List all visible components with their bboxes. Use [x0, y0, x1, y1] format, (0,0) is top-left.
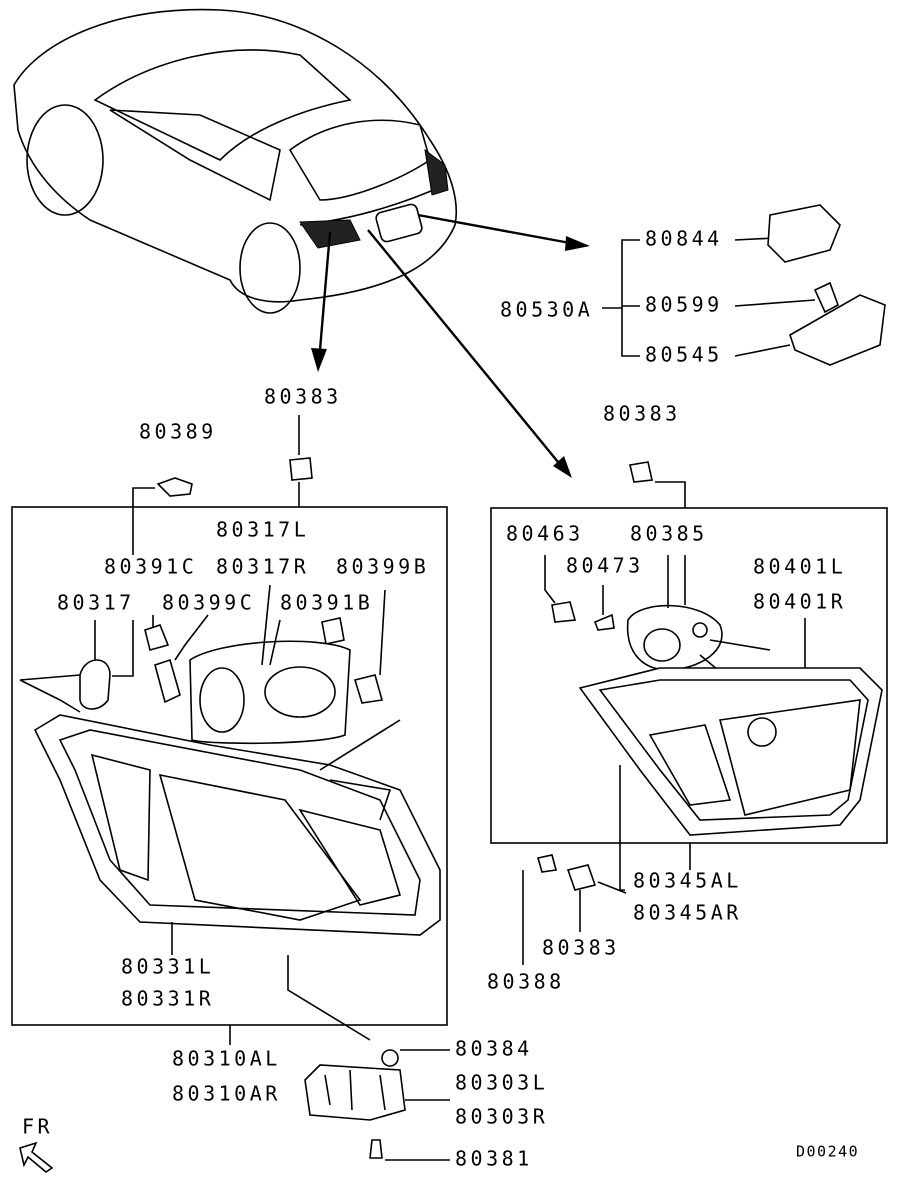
inner-lamp-parts — [522, 461, 883, 965]
label-80303r: 80303R — [455, 1105, 548, 1129]
label-80383-outer-top: 80383 — [264, 385, 342, 409]
label-80391c: 80391C — [104, 555, 197, 579]
label-80381: 80381 — [455, 1147, 533, 1171]
front-direction-label: FR — [22, 1115, 53, 1139]
label-80545: 80545 — [645, 343, 723, 367]
arrows — [311, 213, 590, 478]
label-80391b: 80391B — [280, 591, 373, 615]
label-80473: 80473 — [566, 554, 644, 578]
label-80345ar: 80345AR — [633, 901, 742, 925]
license-lamp-group — [602, 204, 886, 366]
label-80383-inner-bottom: 80383 — [542, 936, 620, 960]
label-80399c: 80399C — [162, 591, 255, 615]
label-80331l: 80331L — [121, 955, 214, 979]
diagram-code: D00240 — [796, 1143, 859, 1161]
label-80844: 80844 — [645, 227, 723, 251]
inner-lamp-box — [490, 507, 888, 844]
label-80310ar: 80310AR — [172, 1082, 281, 1106]
label-80401l: 80401L — [753, 555, 846, 579]
label-80399b: 80399B — [336, 555, 429, 579]
label-80345al: 80345AL — [633, 869, 742, 893]
label-80463: 80463 — [506, 522, 584, 546]
label-80383-inner-top: 80383 — [603, 402, 681, 426]
part-labels: 80844 80530A 80599 80545 80383 80389 803… — [22, 227, 859, 1171]
label-80303l: 80303L — [455, 1071, 548, 1095]
label-80401r: 80401R — [753, 590, 846, 614]
label-80317l: 80317L — [216, 518, 309, 542]
label-80317r: 80317R — [216, 555, 309, 579]
label-80310al: 80310AL — [172, 1047, 281, 1071]
label-80331r: 80331R — [121, 987, 214, 1011]
label-80384: 80384 — [455, 1037, 533, 1061]
car-illustration — [13, 8, 458, 314]
outer-lamp-parts — [19, 415, 441, 1045]
bracket-group — [304, 1049, 450, 1161]
label-80530a: 80530A — [500, 298, 593, 322]
label-80388: 80388 — [487, 970, 565, 994]
label-80389: 80389 — [139, 420, 217, 444]
label-80385: 80385 — [630, 522, 708, 546]
label-80317: 80317 — [57, 591, 135, 615]
label-80599: 80599 — [645, 293, 723, 317]
front-direction-arrow — [19, 1141, 54, 1173]
